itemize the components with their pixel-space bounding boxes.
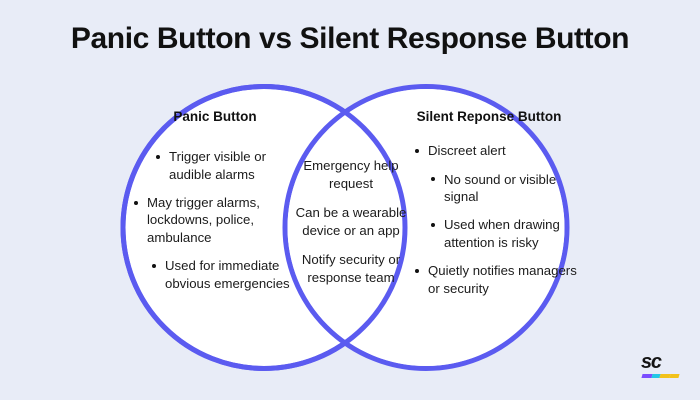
list-item-label: No sound or visible signal	[444, 171, 557, 205]
venn-center-line: Emergency help request	[303, 158, 399, 191]
venn-circle-left-outline	[120, 84, 408, 371]
list-item-label: Discreet alert	[428, 143, 506, 159]
brand-logo: sc	[640, 352, 682, 386]
bullet-dot-icon	[415, 148, 420, 153]
venn-left-list: Trigger visible or audible alarms May tr…	[133, 148, 299, 292]
list-item: Used for immediate obvious emergencies	[151, 257, 315, 292]
bullet-dot-icon	[431, 177, 436, 182]
list-item-label: May trigger alarms, lockdowns, police, a…	[147, 195, 260, 245]
list-item-label: Trigger visible or audible alarms	[169, 149, 266, 182]
venn-circle-right-fill	[287, 89, 565, 366]
bullet-dot-icon	[152, 263, 157, 269]
venn-region-right: Silent Reponse Button Discreet alert No …	[404, 108, 577, 297]
list-item: No sound or visible signal	[430, 171, 574, 206]
page-title: Panic Button vs Silent Response Button	[70, 22, 630, 55]
bullet-dot-icon	[134, 200, 139, 205]
venn-region-center: Emergency help request Can be a wearable…	[294, 157, 408, 286]
list-item-label: Quietly notifies managers or security	[428, 263, 577, 296]
list-item: Quietly notifies managers or security	[414, 262, 578, 297]
venn-region-left: Panic Button Trigger visible or audible …	[133, 108, 299, 292]
list-item-label: Used for immediate obvious emergencies	[165, 258, 290, 291]
logo-stripe-amber-icon	[669, 374, 680, 378]
brand-logo-stripes	[641, 374, 680, 378]
venn-circle-right	[282, 84, 570, 371]
venn-right-list: Discreet alert No sound or visible signa…	[404, 142, 577, 297]
brand-logo-wordmark: sc	[641, 351, 662, 373]
bullet-dot-icon	[156, 154, 161, 159]
list-item: Trigger visible or audible alarms	[155, 148, 305, 183]
bullet-dot-icon	[415, 268, 420, 274]
venn-center-line: Can be a wearable device or an app	[295, 205, 407, 238]
venn-center-line: Notify security or response team	[301, 252, 401, 285]
list-item: May trigger alarms, lockdowns, police, a…	[133, 194, 305, 246]
list-item: Used when drawing attention is risky	[430, 216, 574, 251]
list-item-label: Used when drawing attention is risky	[444, 217, 560, 250]
venn-right-heading: Silent Reponse Button	[416, 109, 562, 124]
bullet-dot-icon	[431, 223, 436, 228]
venn-left-heading: Panic Button	[173, 109, 257, 124]
list-item: Discreet alert	[414, 142, 578, 159]
